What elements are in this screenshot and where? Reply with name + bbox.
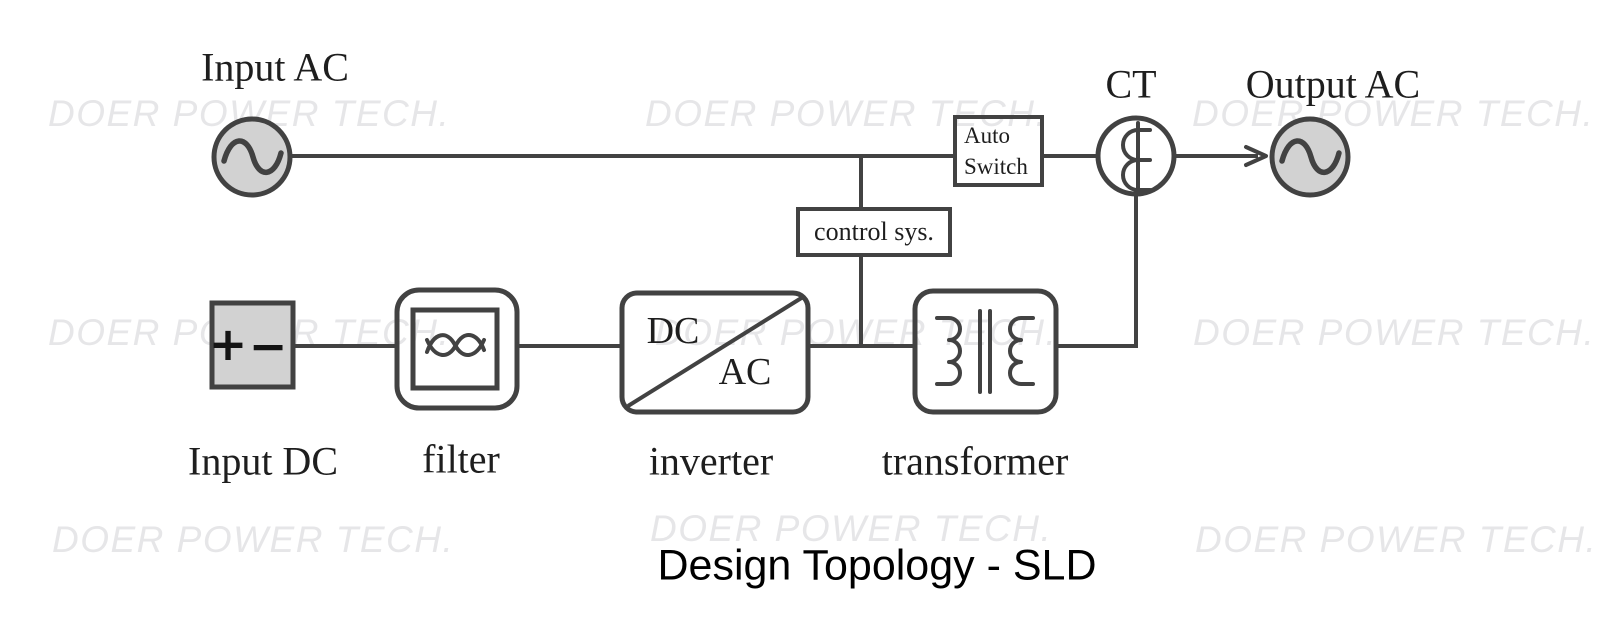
control-sys-box	[796, 207, 952, 257]
watermark: DOER POWER TECH.	[1193, 312, 1596, 353]
watermark: DOER POWER TECH.	[650, 508, 1053, 549]
inverter-ac-text: AC	[718, 351, 772, 393]
inverter-dc-text: DC	[646, 310, 700, 352]
ct-label: CT	[1105, 61, 1157, 107]
dc-minus-icon: −	[248, 319, 288, 373]
inverter-diagonal	[626, 295, 805, 408]
auto-switch-line2: Switch	[964, 154, 1028, 179]
watermark: DOER POWER TECH.	[1195, 519, 1598, 560]
wire-transformer-to-ct	[1056, 196, 1138, 348]
control-sys-label: control sys.	[814, 217, 934, 246]
auto-switch-line1: Auto	[964, 123, 1010, 148]
auto-switch-text: Auto Switch	[955, 117, 1042, 185]
arrowhead-icon	[1244, 145, 1268, 167]
diagram-title: Design Topology - SLD	[657, 541, 1097, 590]
input-ac-label: Input AC	[201, 44, 349, 90]
ac-source-icon	[211, 116, 293, 198]
transformer-label: transformer	[881, 438, 1069, 484]
dc-plus-icon: +	[208, 317, 248, 371]
filter-wave-icon	[425, 333, 486, 357]
transformer-box	[912, 288, 1059, 415]
dc-source-box	[209, 300, 296, 390]
watermark: DOER POWER TECH.	[645, 93, 1048, 134]
inverter-label: inverter	[648, 438, 774, 484]
ct-icon	[1095, 115, 1177, 197]
watermark: DOER POWER TECH.	[52, 519, 455, 560]
ac-output-icon	[1269, 116, 1351, 198]
input-dc-label: Input DC	[188, 438, 338, 484]
transformer-coils-icon	[935, 309, 1035, 394]
auto-switch-box	[953, 115, 1044, 187]
filter-box	[394, 287, 520, 411]
inverter-box	[619, 290, 811, 415]
watermark: DOER POWER TECH.	[1192, 93, 1595, 134]
output-ac-label: Output AC	[1245, 61, 1421, 107]
filter-label: filter	[422, 436, 500, 482]
